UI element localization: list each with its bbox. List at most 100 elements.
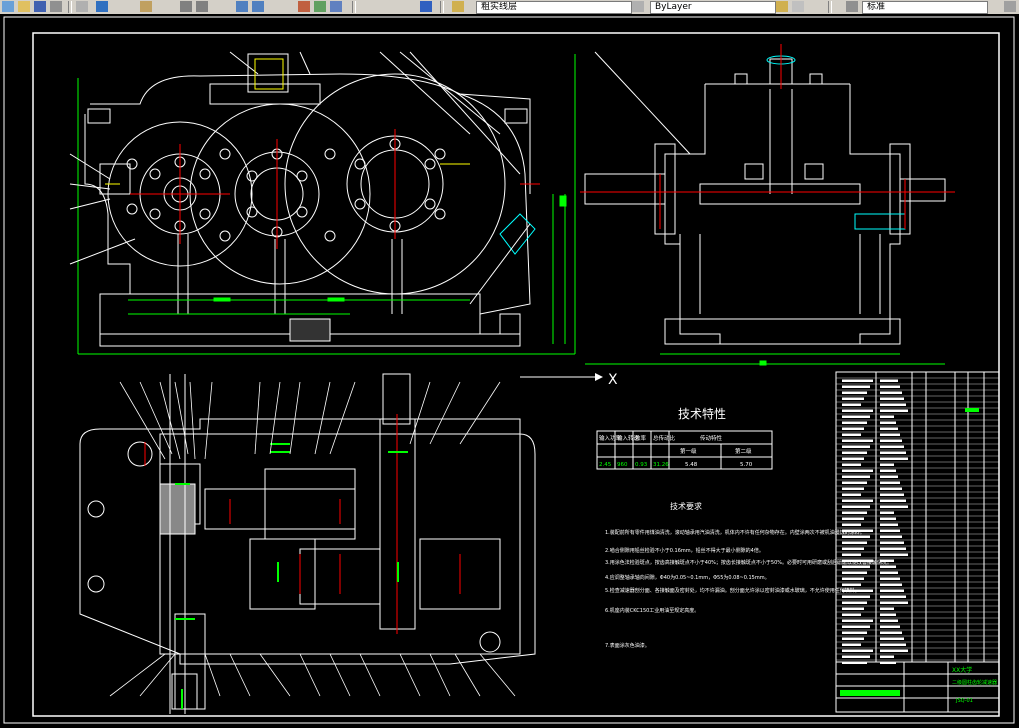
- tech-subheader-2: 第二级: [735, 447, 752, 455]
- redo-icon[interactable]: [196, 1, 208, 12]
- toolbar-separator: [828, 1, 832, 13]
- match-properties-icon[interactable]: [96, 1, 108, 12]
- parts-row-text-block: [880, 499, 906, 502]
- parts-row-text-block: [842, 439, 873, 442]
- plan-view-leaders: [109, 381, 516, 697]
- parts-list-highlight: [965, 408, 979, 412]
- req-title: 技术要求: [670, 501, 702, 511]
- parts-row-text-block: [880, 469, 896, 472]
- title-block: [835, 661, 1000, 713]
- parts-row-text-block: [880, 433, 900, 436]
- layer-dropdown[interactable]: 粗实线层: [476, 1, 632, 14]
- cut-icon[interactable]: [76, 1, 88, 12]
- tech-value-stage1: 5.48: [685, 462, 698, 468]
- new-file-icon[interactable]: [2, 1, 14, 12]
- parts-row-text-block: [880, 505, 908, 508]
- parts-row-text-block: [880, 403, 906, 406]
- parts-row-text-block: [842, 451, 867, 454]
- parts-row-text-block: [842, 493, 861, 496]
- dimension-icon[interactable]: [846, 1, 858, 12]
- tech-header-ratio: 总传动比: [653, 434, 676, 442]
- requirement-3: 3.用涂色法检验斑点，按齿高接触斑点不小于40%；按齿长接触斑点不小于50%。必…: [605, 559, 892, 566]
- parts-row-text-block: [842, 601, 867, 604]
- parts-row-text-block: [880, 451, 906, 454]
- design-center-icon[interactable]: [314, 1, 326, 12]
- parts-row-text-block: [880, 547, 906, 550]
- drawing-viewport[interactable]: X: [0, 14, 1019, 728]
- parts-row-text-block: [880, 631, 902, 634]
- parts-row-text-block: [842, 649, 873, 652]
- parts-row-text-block: [842, 433, 861, 436]
- tool-palettes-icon[interactable]: [330, 1, 342, 12]
- parts-row-text-block: [842, 463, 861, 466]
- parts-row-text-block: [880, 649, 908, 652]
- parts-row-text-block: [842, 391, 867, 394]
- parts-row-text-block: [842, 409, 873, 412]
- parts-row-text-block: [842, 421, 867, 424]
- parts-row-text-block: [880, 541, 904, 544]
- parts-row-text-block: [842, 517, 864, 520]
- parts-row-text-block: [880, 607, 894, 610]
- layer-color-icon[interactable]: [792, 1, 804, 12]
- title-block-green-bar: [840, 690, 900, 696]
- linetype-dropdown[interactable]: ByLayer: [650, 1, 776, 14]
- tech-header-power: 输入功率: [599, 434, 622, 442]
- front-view: [69, 51, 691, 355]
- save-icon[interactable]: [34, 1, 46, 12]
- style-dropdown[interactable]: 标准: [862, 1, 988, 14]
- open-file-icon[interactable]: [18, 1, 30, 12]
- leader-x: X: [520, 372, 618, 388]
- parts-row-text-block: [880, 577, 900, 580]
- front-view-dimensions: [128, 194, 567, 344]
- tech-title: 技术特性: [678, 406, 726, 421]
- side-view-dimensions: [585, 353, 945, 366]
- parts-row-text-block: [880, 391, 902, 394]
- parts-row-text-block: [842, 643, 861, 646]
- parts-row-text-block: [880, 517, 896, 520]
- parts-row-text-block: [880, 445, 904, 448]
- parts-row-text-block: [842, 541, 867, 544]
- help-icon[interactable]: [420, 1, 432, 12]
- parts-row-text-block: [880, 379, 898, 382]
- tech-table: [596, 430, 773, 470]
- parts-row-text-block: [880, 427, 898, 430]
- side-view-red: [580, 44, 955, 229]
- properties-icon[interactable]: [298, 1, 310, 12]
- parts-row-text-block: [880, 397, 904, 400]
- parts-row-text-block: [842, 427, 864, 430]
- parts-row-text-block: [842, 511, 867, 514]
- parts-row-text-block: [842, 529, 873, 532]
- parts-row-text-block: [842, 469, 873, 472]
- plan-view: [79, 373, 536, 714]
- parts-row-text-block: [880, 481, 900, 484]
- parts-row-text-block: [880, 523, 898, 526]
- parts-row-text-block: [842, 397, 864, 400]
- parts-row-text-block: [880, 553, 908, 556]
- parts-row-text-block: [880, 643, 906, 646]
- layer-states-icon[interactable]: [776, 1, 788, 12]
- side-view: [584, 55, 946, 345]
- zoom-previous-icon[interactable]: [252, 1, 264, 12]
- parts-row-text-block: [880, 559, 894, 562]
- parts-row-text-block: [880, 637, 904, 640]
- parts-row-text-block: [842, 559, 873, 562]
- pan-icon[interactable]: [140, 1, 152, 12]
- parts-row-text-block: [842, 475, 870, 478]
- parts-list: [835, 371, 1000, 663]
- parts-row-text-block: [880, 529, 900, 532]
- parts-row-text-block: [842, 631, 867, 634]
- close-drawing-icon[interactable]: [1004, 1, 1016, 12]
- layer-manager-icon[interactable]: [452, 1, 464, 12]
- print-icon[interactable]: [50, 1, 62, 12]
- zoom-window-icon[interactable]: [236, 1, 248, 12]
- layer-previous-icon[interactable]: [632, 1, 644, 12]
- parts-row-text-block: [880, 511, 894, 514]
- parts-row-text-block: [842, 553, 861, 556]
- title-block-drawing-name: 二级圆柱齿轮减速器: [952, 679, 997, 686]
- plan-view-red: [144, 414, 461, 634]
- cad-toolbar: 粗实线层 ByLayer 标准: [0, 0, 1019, 15]
- title-block-drawing-no: JSQ-01: [955, 698, 973, 704]
- undo-icon[interactable]: [180, 1, 192, 12]
- parts-row-text-block: [842, 535, 870, 538]
- parts-rows: [836, 377, 999, 664]
